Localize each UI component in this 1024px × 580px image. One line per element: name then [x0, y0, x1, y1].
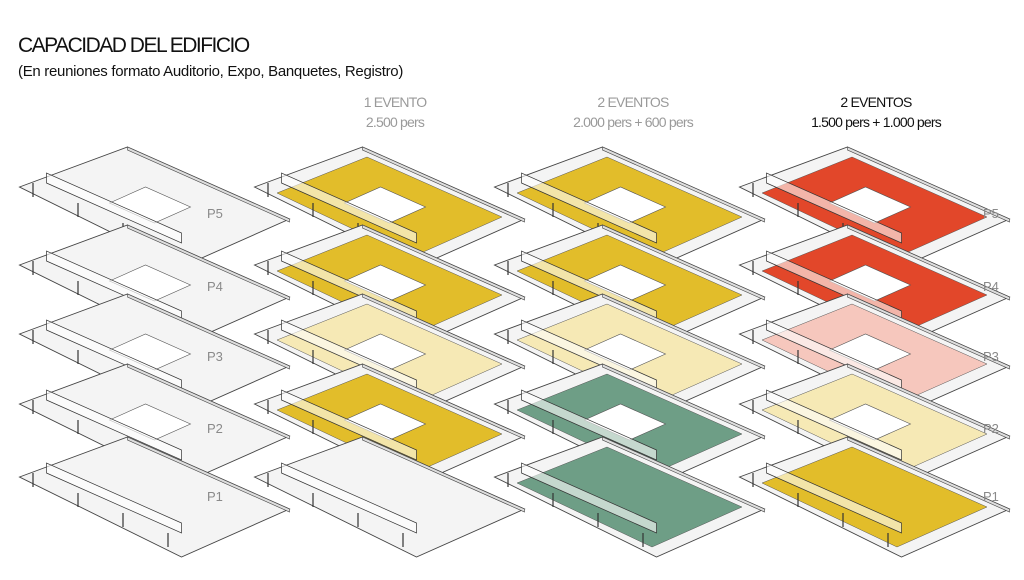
floor-slab-edge: [127, 146, 290, 223]
floor-slab-edge: [847, 436, 1010, 513]
floor-label-right-p2: P2: [983, 421, 999, 436]
interior-wall: [766, 389, 902, 461]
interior-wall: [766, 172, 902, 244]
floor-slab-edge: [847, 363, 1010, 440]
interior-wall: [521, 462, 657, 534]
floor-label-left-p1: P1: [207, 489, 223, 504]
scenario-2-title: 2 EVENTOS: [597, 94, 669, 110]
interior-wall: [281, 462, 417, 534]
interior-wall: [766, 462, 902, 534]
floor-label-left-p5: P5: [207, 206, 223, 221]
scenario-3-capacity: 1.500 pers + 1.000 pers: [811, 114, 942, 130]
floor-slab-edge: [127, 293, 290, 370]
floor-slab-edge: [602, 436, 765, 513]
floor-slab-edge: [362, 363, 525, 440]
scenario-1-capacity: 2.500 pers: [365, 114, 425, 130]
scenario-2-capacity: 2.000 pers + 600 pers: [573, 114, 694, 130]
floor-label-right-p1: P1: [983, 489, 999, 504]
floor-slab-edge: [127, 224, 290, 301]
floor-slab-edge: [847, 293, 1010, 370]
floor-plate-p1: [18, 436, 291, 558]
event-area-event-b: [516, 446, 743, 548]
scenario-1-header: 1 EVENTO 2.500 pers: [285, 92, 505, 132]
interior-wall: [46, 389, 182, 461]
page-subtitle: (En reuniones formato Auditorio, Expo, B…: [18, 63, 404, 80]
floor-label-left-p2: P2: [207, 421, 223, 436]
floor-slab-edge: [847, 224, 1010, 301]
floor-slab-edge: [362, 224, 525, 301]
floor-slab-edge: [127, 363, 290, 440]
scenario-3-header: 2 EVENTOS 1.500 pers + 1.000 pers: [766, 92, 986, 132]
floor-label-right-p4: P4: [983, 279, 999, 294]
floor-slab-edge: [362, 146, 525, 223]
floor-slab-edge: [127, 436, 290, 513]
floor-slab-edge: [602, 146, 765, 223]
interior-wall: [521, 389, 657, 461]
page-title: CAPACIDAD DEL EDIFICIO: [18, 34, 250, 57]
floor-slab-edge: [602, 293, 765, 370]
floor-slab-edge: [362, 436, 525, 513]
interior-wall: [46, 462, 182, 534]
interior-wall: [281, 172, 417, 244]
interior-wall: [521, 172, 657, 244]
floor-slab-edge: [602, 224, 765, 301]
scenario-2-header: 2 EVENTOS 2.000 pers + 600 pers: [523, 92, 743, 132]
floor-plate-p1: [253, 436, 526, 558]
scenario-1-title: 1 EVENTO: [363, 94, 427, 110]
interior-wall: [46, 172, 182, 244]
floor-label-right-p3: P3: [983, 349, 999, 364]
floor-slab-edge: [602, 363, 765, 440]
scenario-3-title: 2 EVENTOS: [840, 94, 912, 110]
floor-label-left-p4: P4: [207, 279, 223, 294]
floor-label-right-p5: P5: [983, 206, 999, 221]
floor-label-left-p3: P3: [207, 349, 223, 364]
interior-wall: [281, 389, 417, 461]
floor-slab-edge: [847, 146, 1010, 223]
event-area-event-a: [761, 446, 988, 548]
floor-slab-edge: [362, 293, 525, 370]
